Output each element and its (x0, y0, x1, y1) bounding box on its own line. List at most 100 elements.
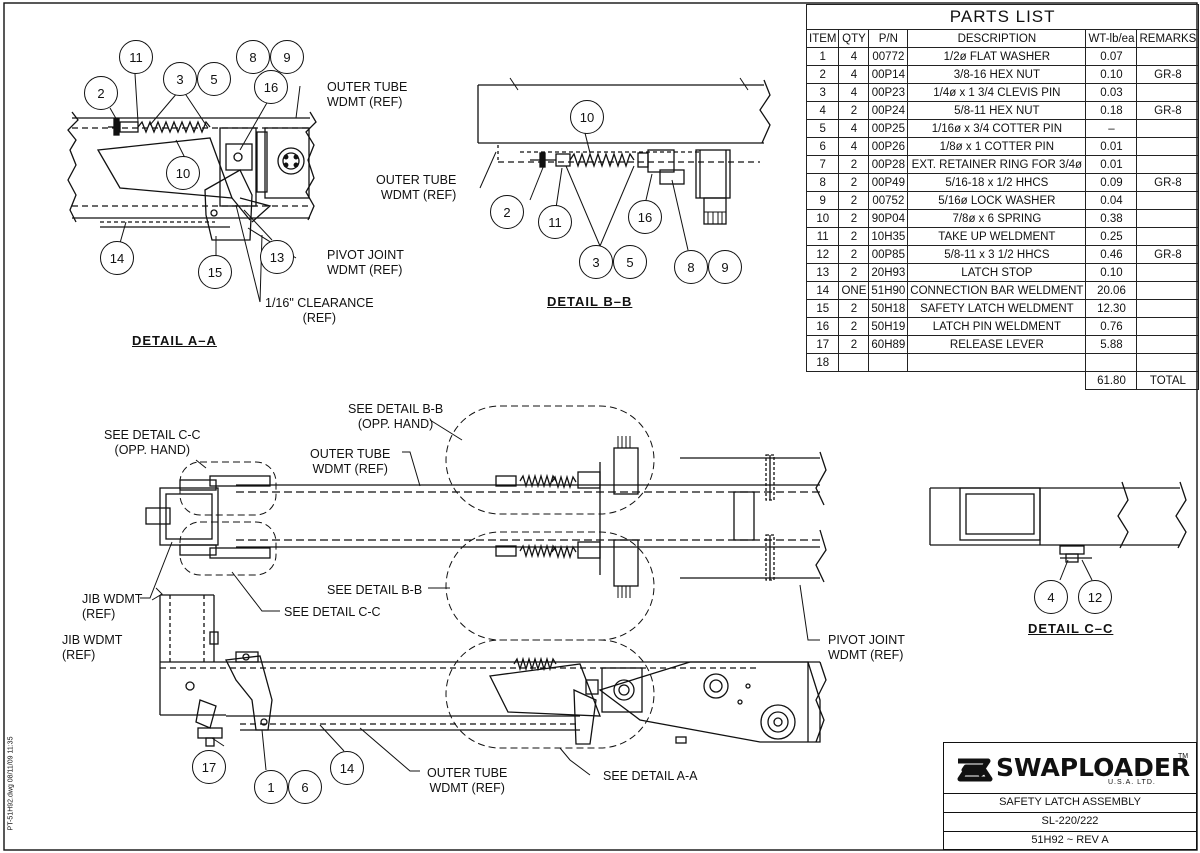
cell-part-number: 00P24 (868, 101, 909, 120)
brand-name: SWAPLOADER (996, 753, 1191, 782)
cell-qty (838, 353, 870, 372)
balloon-item: 14 (330, 751, 364, 785)
detail-c-drawing (929, 481, 1187, 581)
col-header-item: ITEM (805, 29, 840, 48)
balloon-item: 2 (490, 195, 524, 229)
cell-remarks (1136, 353, 1200, 372)
cell-qty: 2 (838, 227, 870, 246)
callout-outer-tube-main: OUTER TUBE WDMT (REF) (310, 447, 391, 476)
balloon-item: 4 (1034, 580, 1068, 614)
cell-weight: 0.38 (1085, 209, 1138, 228)
cell-description: LATCH STOP (907, 263, 1087, 282)
cell-description: 1/16ø x 3/4 COTTER PIN (907, 119, 1087, 138)
swaploader-logo: SWAPLOADER U.S.A. LTD. TM (952, 751, 1191, 789)
cell-item-number: 9 (805, 191, 840, 210)
cell-weight: 5.88 (1085, 335, 1138, 354)
balloon-item: 3 (579, 245, 613, 279)
cell-item-number: 15 (805, 299, 840, 318)
cell-weight: 0.46 (1085, 245, 1138, 264)
detail-a-drawing (67, 73, 317, 303)
cell-qty: 2 (838, 209, 870, 228)
cell-remarks: GR-8 (1136, 101, 1200, 120)
cell-weight (1085, 353, 1138, 372)
cell-part-number: 90P04 (868, 209, 909, 228)
cell-description: 5/8-11 HEX NUT (907, 101, 1087, 120)
callout-see-aa: SEE DETAIL A-A (603, 769, 698, 783)
col-header-weight: WT-lb/ea (1085, 29, 1138, 48)
cell-weight: – (1085, 119, 1138, 138)
cell-description: 3/8-16 HEX NUT (907, 65, 1087, 84)
cell-weight: 0.07 (1085, 47, 1138, 66)
cell-remarks (1136, 227, 1200, 246)
cell-qty: 2 (838, 245, 870, 264)
balloon-item: 14 (100, 241, 134, 275)
cell-weight: 0.18 (1085, 101, 1138, 120)
brand-sub: U.S.A. LTD. (1108, 779, 1156, 786)
cell-qty: 2 (838, 263, 870, 282)
swaploader-s-icon (957, 758, 993, 782)
cell-item-number: 12 (805, 245, 840, 264)
balloon-item: 3 (163, 62, 197, 96)
balloon-item: 8 (236, 40, 270, 74)
balloon-item: 17 (192, 750, 226, 784)
cell-description: EXT. RETAINER RING FOR 3/4ø (907, 155, 1087, 174)
cell-remarks: GR-8 (1136, 65, 1200, 84)
balloon-item: 8 (674, 250, 708, 284)
cell-remarks (1136, 281, 1200, 300)
cell-remarks (1136, 299, 1200, 318)
col-header-pn: P/N (868, 29, 909, 48)
cell-item-number: 10 (805, 209, 840, 228)
cell-weight: 12.30 (1085, 299, 1138, 318)
cell-item-number: 8 (805, 173, 840, 192)
balloon-item: 12 (1078, 580, 1112, 614)
cell-qty: 4 (838, 119, 870, 138)
cell-description (907, 353, 1087, 372)
cell-description: 5/16-18 x 1/2 HHCS (907, 173, 1087, 192)
parts-list-row: 18 (805, 353, 1200, 372)
cell-part-number: 00752 (868, 191, 909, 210)
callout-see-cc-top: SEE DETAIL C-C (OPP. HAND) (104, 428, 201, 457)
cell-qty: 2 (838, 317, 870, 336)
cell-description: 1/8ø x 1 COTTER PIN (907, 137, 1087, 156)
col-header-description: DESCRIPTION (907, 29, 1087, 48)
cell-remarks (1136, 137, 1200, 156)
total-label: TOTAL (1136, 371, 1200, 390)
cell-item-number: 1 (805, 47, 840, 66)
cell-description: 1/4ø x 1 3/4 CLEVIS PIN (907, 83, 1087, 102)
callout-clearance: 1/16" CLEARANCE (REF) (265, 296, 374, 325)
callout-outer-tube-a: OUTER TUBE WDMT (REF) (327, 80, 408, 109)
cell-item-number: 14 (805, 281, 840, 300)
cell-description: 5/8-11 x 3 1/2 HHCS (907, 245, 1087, 264)
title-block: SWAPLOADER U.S.A. LTD. TM SAFETY LATCH A… (943, 742, 1197, 850)
cell-part-number: 00P49 (868, 173, 909, 192)
main-side-drawing (151, 587, 827, 776)
cell-remarks (1136, 317, 1200, 336)
parts-list-title: PARTS LIST (806, 4, 1200, 29)
cell-weight: 0.04 (1085, 191, 1138, 210)
col-header-qty: QTY (838, 29, 870, 48)
callout-jib-wdmt-2: JIB WDMT (REF) (62, 633, 123, 662)
detail-c-title: DETAIL C–C (1028, 621, 1114, 636)
col-header-remarks: REMARKS (1136, 29, 1200, 48)
cell-qty: 4 (838, 137, 870, 156)
drawing-name: SAFETY LATCH ASSEMBLY (944, 793, 1196, 811)
cell-remarks: GR-8 (1136, 173, 1200, 192)
detail-b-drawing (477, 77, 771, 251)
balloon-item: 2 (84, 76, 118, 110)
balloon-item: 13 (260, 240, 294, 274)
cell-weight: 0.09 (1085, 173, 1138, 192)
balloon-item: 1 (254, 770, 288, 804)
